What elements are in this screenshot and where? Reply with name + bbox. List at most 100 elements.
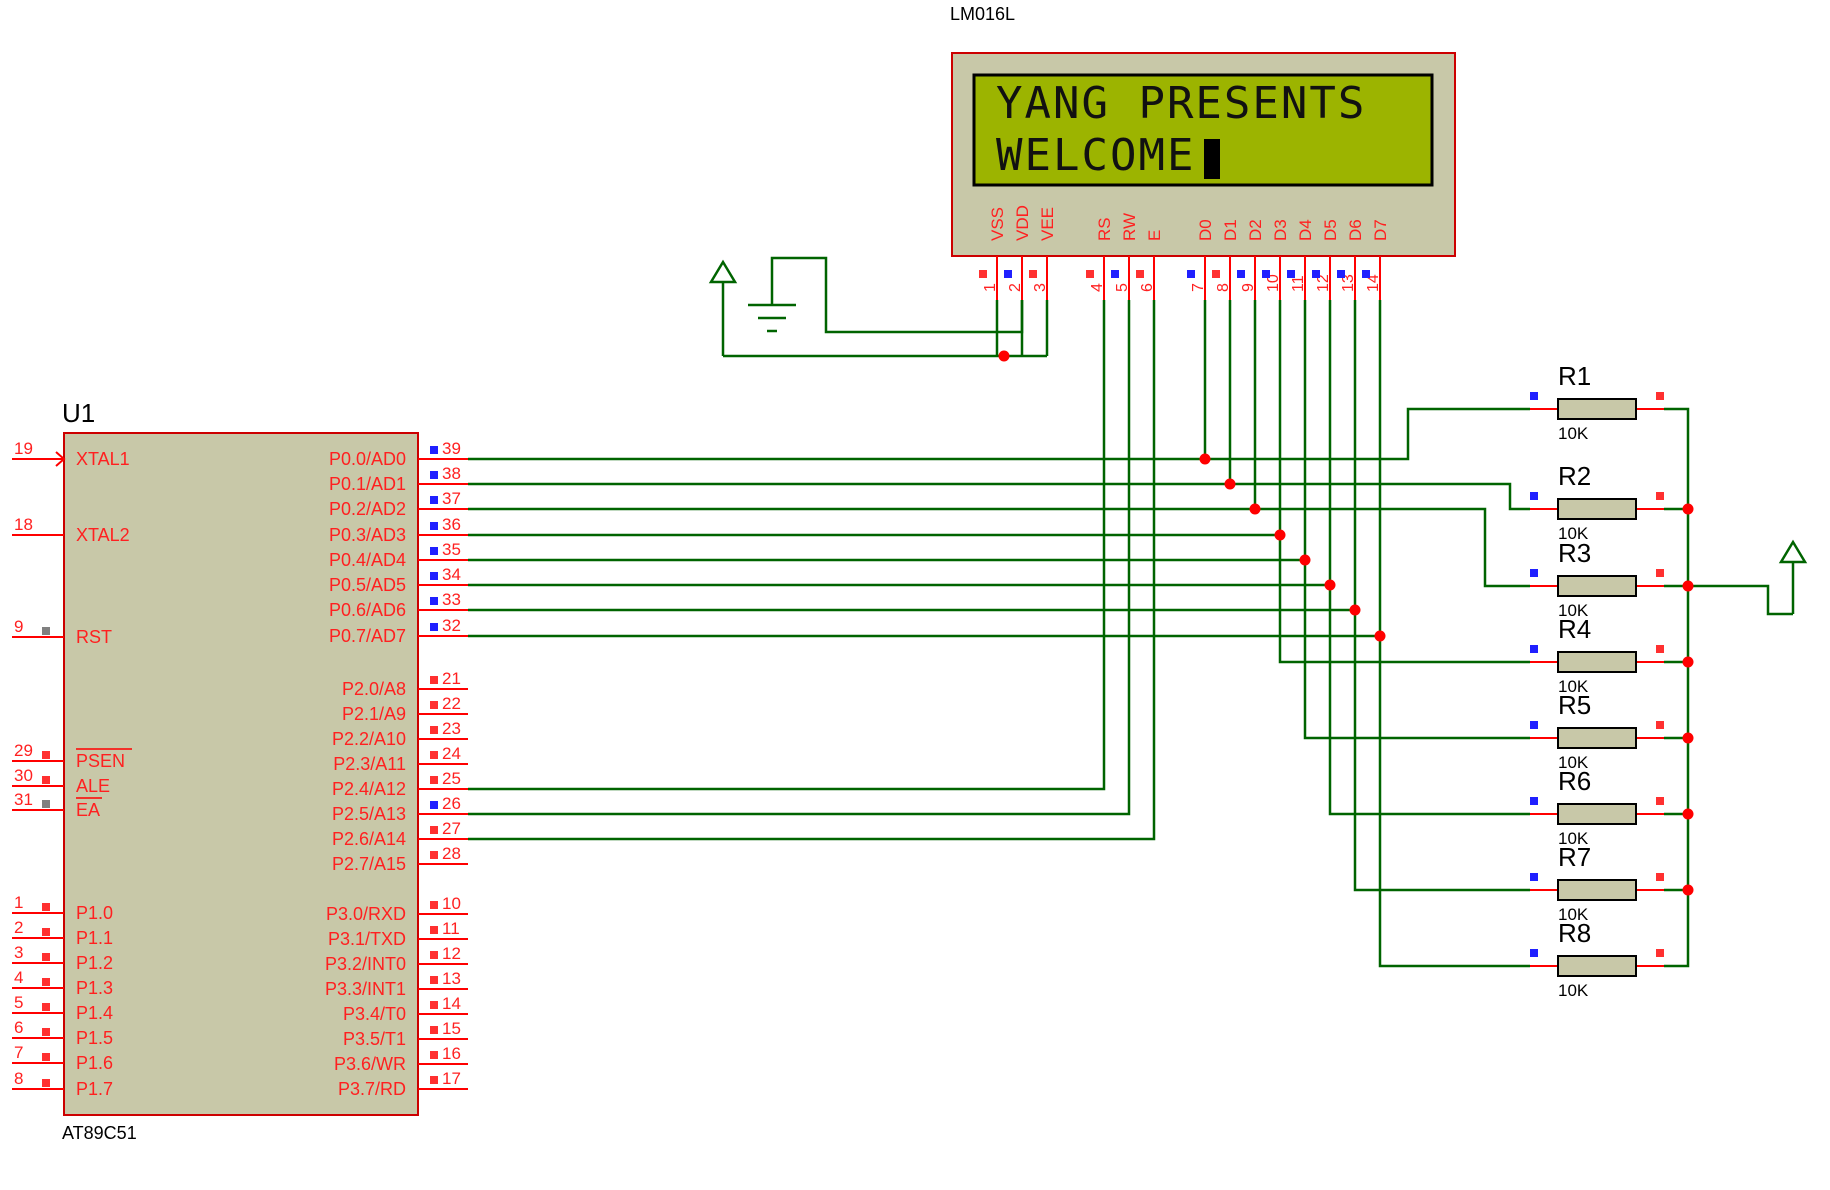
lcd-pin-number: 8 <box>1215 283 1232 292</box>
junction-dot <box>1682 884 1694 896</box>
mcu-part: AT89C51 <box>62 1123 137 1143</box>
mcu[interactable]: U1 AT89C51 19XTAL118XTAL29RST29PSEN30ALE… <box>12 398 468 1143</box>
pin-number: 38 <box>442 464 461 483</box>
lcd-pin-rs[interactable]: RS4 <box>1086 217 1114 300</box>
pin-number: 8 <box>14 1069 23 1088</box>
junction-dot <box>1682 808 1694 820</box>
pin-name: P0.0/AD0 <box>329 449 406 469</box>
junction-dot <box>1374 630 1386 642</box>
mcu-pin-p1-5[interactable]: 6P1.5 <box>12 1018 113 1048</box>
pin-marker <box>42 1053 50 1061</box>
mcu-pin-p1-6[interactable]: 7P1.6 <box>12 1043 113 1073</box>
lcd-pin-d1[interactable]: D18 <box>1212 219 1240 300</box>
mcu-pin-p1-4[interactable]: 5P1.4 <box>12 993 113 1023</box>
resistor-r7[interactable]: R7 10K <box>1530 842 1664 924</box>
lcd-pin-d2[interactable]: D29 <box>1237 219 1265 300</box>
pin-marker <box>430 776 438 784</box>
mcu-pin-p1-7[interactable]: 8P1.7 <box>12 1069 113 1099</box>
wire <box>1353 300 1530 892</box>
pin-name: P0.7/AD7 <box>329 626 406 646</box>
junction-dot <box>1324 579 1336 591</box>
mcu-pin-p1-1[interactable]: 2P1.1 <box>12 918 113 948</box>
mcu-pin-p1-3[interactable]: 4P1.3 <box>12 968 113 998</box>
wire <box>468 507 1530 588</box>
lcd-pin-e[interactable]: E6 <box>1136 230 1164 300</box>
pin-name: P1.2 <box>76 953 113 973</box>
pin-name: EA <box>76 800 100 820</box>
mcu-pin-p1-2[interactable]: 3P1.2 <box>12 943 113 973</box>
pin-marker <box>1262 270 1270 278</box>
pin-marker <box>430 623 438 631</box>
resistor-ref: R7 <box>1558 842 1591 872</box>
pin-marker <box>1656 645 1664 653</box>
pin-name: P0.2/AD2 <box>329 499 406 519</box>
lcd-pin-number: 5 <box>1114 283 1131 292</box>
pin-marker <box>42 928 50 936</box>
pin-marker <box>1029 270 1037 278</box>
junction-dot <box>1274 529 1286 541</box>
pin-number: 19 <box>14 439 33 458</box>
resistor-value: 10K <box>1558 905 1589 924</box>
lcd-module[interactable]: LM016L YANG PRESENTS WELCOME VSS1VDD2VEE… <box>950 4 1456 300</box>
pin-number: 28 <box>442 844 461 863</box>
lcd-pin-rw[interactable]: RW5 <box>1111 213 1139 300</box>
pin-number: 27 <box>442 819 461 838</box>
mcu-pin-p1-0[interactable]: 1P1.0 <box>12 893 113 923</box>
lcd-pin-d0[interactable]: D07 <box>1187 219 1215 300</box>
pin-name: XTAL2 <box>76 525 130 545</box>
pin-name: P1.1 <box>76 928 113 948</box>
pin-number: 23 <box>442 719 461 738</box>
pin-number: 15 <box>442 1019 461 1038</box>
pin-name: P3.2/INT0 <box>325 954 406 974</box>
pin-number: 39 <box>442 439 461 458</box>
pin-name: P1.3 <box>76 978 113 998</box>
pin-name: P3.0/RXD <box>326 904 406 924</box>
